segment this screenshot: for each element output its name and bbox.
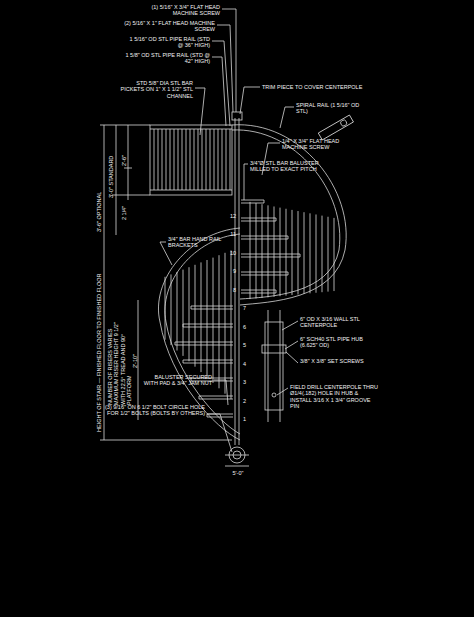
note-text: 1 5/8" OD STL PIPE RAIL (STD @ 42" HIGH) [125,52,210,65]
step-number: 10 [226,250,236,256]
step-number: 7 [243,305,253,311]
note-text: 6" SCH40 STL PIPE HUB (6.625" OD) [300,336,372,349]
note-text: 6" OD X 3/16 WALL STL CENTERPOLE [300,316,375,329]
dimension-text: 3'-0" STANDARD [108,156,114,198]
step-number: 1 [243,416,253,422]
step-number: 12 [226,213,236,219]
dimension-text: 2'-6" [121,155,127,166]
note-text: 3/4" BAR HAND RAIL BRACKETS [168,236,230,249]
note-text: 1 5/16" OD STL PIPE RAIL (STD @ 36" HIGH… [125,36,210,49]
dimension-text: HEIGHT OF STAIR — FINISHED FLOOR TO FINI… [96,274,102,433]
note-text: FIELD DRILL CENTERPOLE THRU Ø1/4(.182) H… [290,384,380,409]
note-text: 3/8" X 3/8" SET SCREWS [300,358,370,364]
note-text: SPIRAL RAIL (1 5/16" OD STL) [296,102,366,115]
note-text: BALUSTER SECURED WITH PAD & 3/4" JAM NUT [140,374,212,387]
note-text: 3/4"Ø STL BAR BALUSTER MILLED TO EXACT P… [250,160,330,173]
step-number: 6 [243,324,253,330]
note-text: 5'-0" [228,470,248,476]
step-number: 5 [243,342,253,348]
step-number: 11 [226,231,236,237]
note-text: (2) 5/16" X 1" FLAT HEAD MACHINE SCREW [120,20,215,33]
note-text: TRIM PIECE TO COVER CENTERPOLE [262,84,382,90]
dimension-text: 2'-10" [132,354,138,368]
step-number: 2 [243,398,253,404]
step-number: 8 [226,287,236,293]
center-pole [235,118,236,445]
landing-rail [150,125,232,195]
note-text: STD 5/8" DIA STL BAR PICKETS ON 1" X 1 1… [118,80,193,99]
step-number: 9 [226,268,236,274]
dimension-text: 2 1/4" [121,206,127,220]
dimension-text: 3'-6" OPTIONAL [96,192,102,232]
step-number: 4 [243,361,253,367]
note-text: (1) 5/16" X 3/4" FLAT HEAD MACHINE SCREW [140,4,220,17]
spiral-rail [232,125,346,305]
step-number: 3 [243,379,253,385]
note-text: (3) 9/16" ON 6 1/2" BOLT CIRCLE HOLE FOR… [95,404,205,417]
note-text: 1/4" X 3/4" FLAT HEAD MACHINE SCREW [282,138,342,151]
dimension-text: NUMBER OF RISERS VARIES MAXIMUM RISER HE… [107,313,132,405]
